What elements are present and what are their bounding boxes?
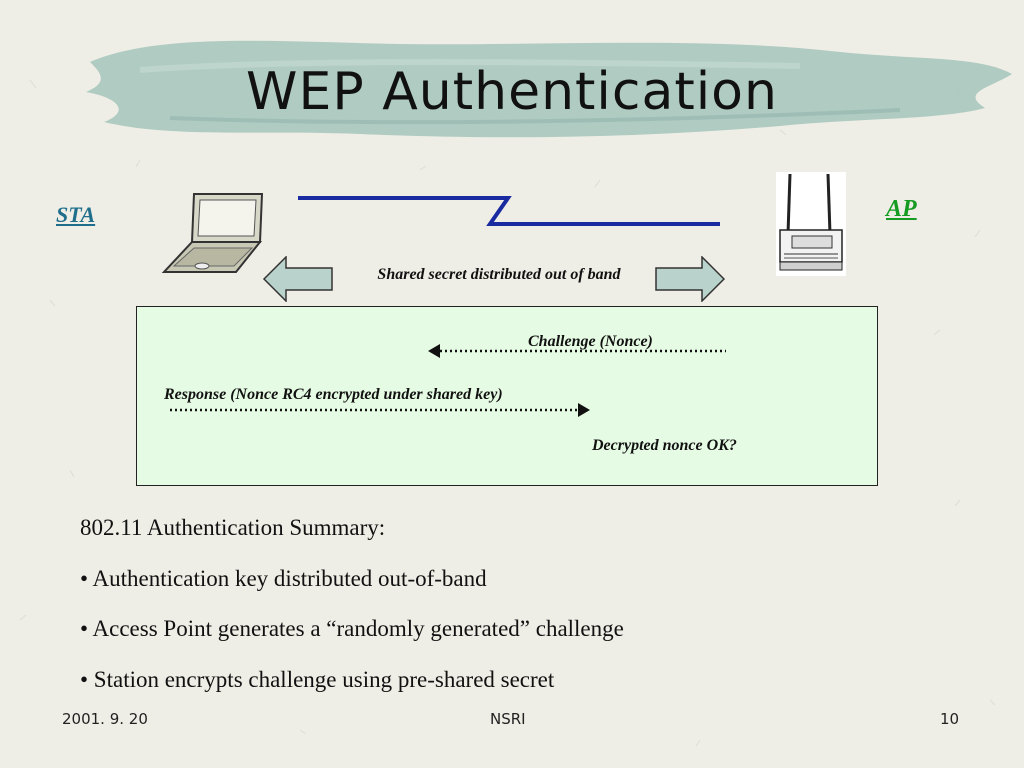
ap-label: AP (886, 196, 917, 222)
summary-heading: 802.11 Authentication Summary: (80, 515, 386, 540)
slide-number: 10 (940, 710, 960, 728)
summary-bullet: • Station encrypts challenge using pre-s… (80, 666, 555, 692)
laptop-icon (161, 193, 264, 273)
shared-secret-caption: Shared secret distributed out of band (377, 266, 621, 283)
summary-bullet: • Access Point generates a “randomly gen… (80, 616, 624, 642)
sta-label: STA (56, 202, 96, 227)
wireless-link-line (298, 196, 720, 226)
footer-organization: NSRI (490, 710, 526, 728)
summary-bullet: • Authentication key distributed out-of-… (80, 565, 487, 591)
slide-title: WEP Authentication (246, 62, 778, 122)
challenge-label: Challenge (Nonce) (528, 333, 653, 350)
title-brush-stroke (86, 40, 1012, 138)
out-of-band-double-arrow (262, 256, 726, 302)
decrypt-check-label: Decrypted nonce OK? (592, 437, 737, 454)
response-label: Response (Nonce RC4 encrypted under shar… (164, 386, 503, 403)
footer-date: 2001. 9. 20 (62, 710, 148, 728)
summary-section: 802.11 Authentication Summary: • Authent… (80, 514, 980, 716)
challenge-response-box (136, 306, 878, 486)
access-point-icon (776, 172, 846, 276)
